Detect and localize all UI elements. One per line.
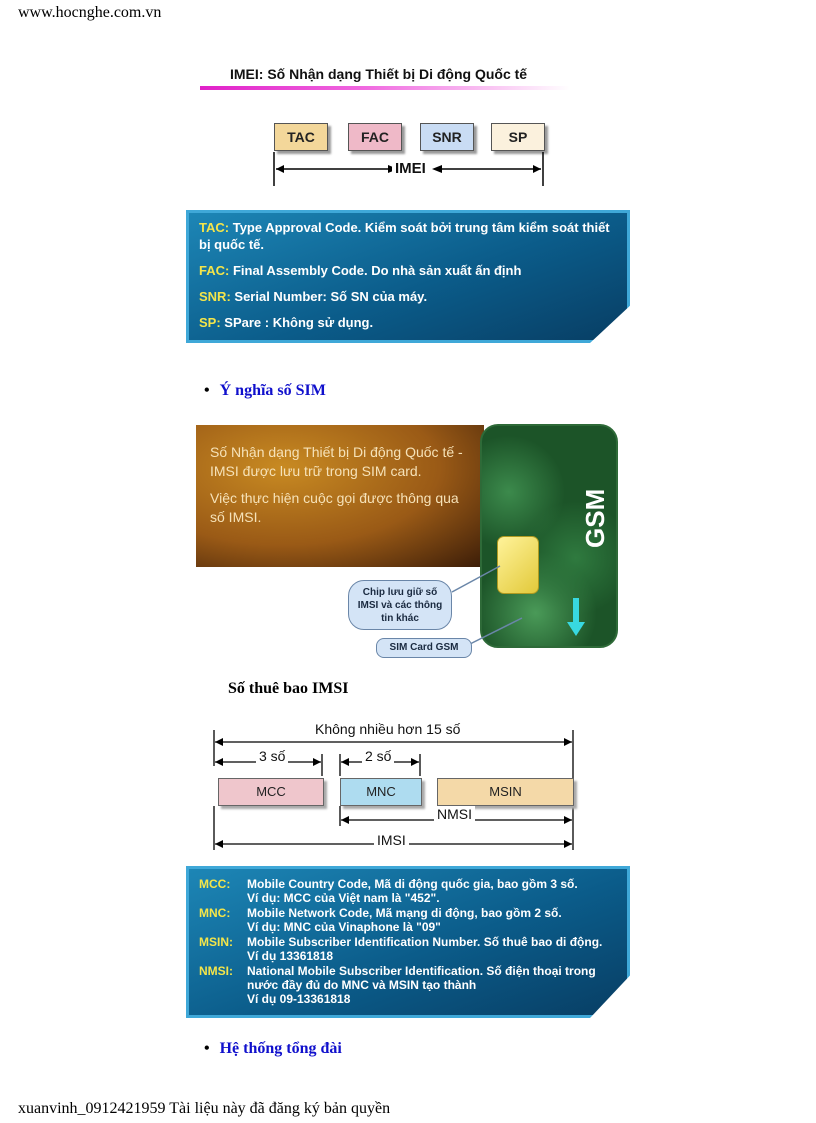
- def-key: TAC:: [199, 220, 230, 235]
- fac-box: FAC: [348, 123, 402, 151]
- def-key: FAC:: [199, 263, 230, 278]
- def-text: Mobile Subscriber Identification Number.…: [247, 935, 617, 963]
- footer-copyright-note: xuanvinh_0912421959 Tài liệu này đã đăng…: [18, 1100, 391, 1117]
- mcc-length-label: 3 số: [256, 748, 289, 764]
- sim-paragraph-1: Số Nhận dạng Thiết bị Di động Quốc tế - …: [210, 444, 463, 479]
- tac-box: TAC: [274, 123, 328, 151]
- def-key: SP:: [199, 315, 221, 330]
- def-text: SPare : Không sử dụng.: [224, 315, 374, 330]
- title-underline: [200, 86, 570, 90]
- def-line: Mobile Country Code, Mã di động quốc gia…: [247, 877, 578, 891]
- def-key: MCC:: [199, 877, 231, 891]
- chip-callout: Chip lưu giữ số IMSI và các thông tin kh…: [348, 580, 452, 630]
- def-text: Mobile Network Code, Mã mạng di động, ba…: [247, 906, 617, 934]
- def-text: Final Assembly Code. Do nhà sản xuất ấn …: [232, 263, 522, 278]
- mnc-box: MNC: [340, 778, 422, 806]
- sim-chip-icon: [497, 536, 539, 594]
- def-key: MSIN:: [199, 935, 233, 949]
- def-key: SNR:: [199, 289, 231, 304]
- def-fac: FAC: Final Assembly Code. Do nhà sản xuấ…: [199, 262, 617, 279]
- def-nmsi: NMSI: National Mobile Subscriber Identif…: [199, 964, 617, 1006]
- sim-card-callout: SIM Card GSM: [376, 638, 472, 658]
- bullet-sim-meaning: Ý nghĩa số SIM: [204, 382, 326, 400]
- imei-definitions-panel: TAC: Type Approval Code. Kiểm soát bởi t…: [186, 210, 630, 343]
- def-line: Mobile Network Code, Mã mạng di động, ba…: [247, 906, 562, 920]
- gsm-card-label: GSM: [580, 488, 610, 548]
- imei-span-label: IMEI: [392, 161, 429, 177]
- imsi-definitions-panel: MCC: Mobile Country Code, Mã di động quố…: [186, 866, 630, 1018]
- def-text: Serial Number: Số SN của máy.: [234, 289, 428, 304]
- def-tac: TAC: Type Approval Code. Kiểm soát bởi t…: [199, 219, 617, 253]
- imei-figure-title: IMEI: Số Nhận dạng Thiết bị Di động Quốc…: [230, 66, 528, 82]
- def-line: National Mobile Subscriber Identificatio…: [247, 964, 596, 992]
- mcc-box: MCC: [218, 778, 324, 806]
- def-text: Mobile Country Code, Mã di động quốc gia…: [247, 877, 617, 905]
- def-key: MNC:: [199, 906, 231, 920]
- bullet-switching-system: Hệ thống tổng đài: [204, 1040, 342, 1058]
- imsi-heading: Số thuê bao IMSI: [228, 680, 349, 697]
- def-line: Ví dụ 09-13361818: [247, 992, 351, 1006]
- def-line: Ví dụ: MNC của Vinaphone là "09": [247, 920, 441, 934]
- def-key: NMSI:: [199, 964, 233, 978]
- snr-box: SNR: [420, 123, 474, 151]
- def-snr: SNR: Serial Number: Số SN của máy.: [199, 288, 617, 305]
- sim-paragraph-2: Việc thực hiện cuộc gọi được thông qua s…: [210, 490, 459, 525]
- sim-description-box: Số Nhận dạng Thiết bị Di động Quốc tế - …: [196, 425, 484, 567]
- msin-box: MSIN: [437, 778, 574, 806]
- def-line: Mobile Subscriber Identification Number.…: [247, 935, 603, 963]
- site-url: www.hocnghe.com.vn: [18, 4, 162, 21]
- def-mcc: MCC: Mobile Country Code, Mã di động quố…: [199, 877, 617, 905]
- def-mnc: MNC: Mobile Network Code, Mã mạng di độn…: [199, 906, 617, 934]
- callout-pointer-lines: [451, 565, 523, 645]
- mnc-length-label: 2 số: [362, 748, 395, 764]
- imsi-span-label: IMSI: [374, 832, 409, 848]
- imsi-total-length-label: Không nhiều hơn 15 số: [312, 721, 464, 737]
- def-msin: MSIN: Mobile Subscriber Identification N…: [199, 935, 617, 963]
- def-text: Type Approval Code. Kiểm soát bởi trung …: [199, 220, 610, 252]
- nmsi-span-label: NMSI: [434, 806, 475, 822]
- def-sp: SP: SPare : Không sử dụng.: [199, 314, 617, 331]
- def-line: Ví dụ: MCC của Việt nam là "452".: [247, 891, 440, 905]
- def-text: National Mobile Subscriber Identificatio…: [247, 964, 617, 1006]
- sp-box: SP: [491, 123, 545, 151]
- arrow-down-icon: [567, 598, 585, 636]
